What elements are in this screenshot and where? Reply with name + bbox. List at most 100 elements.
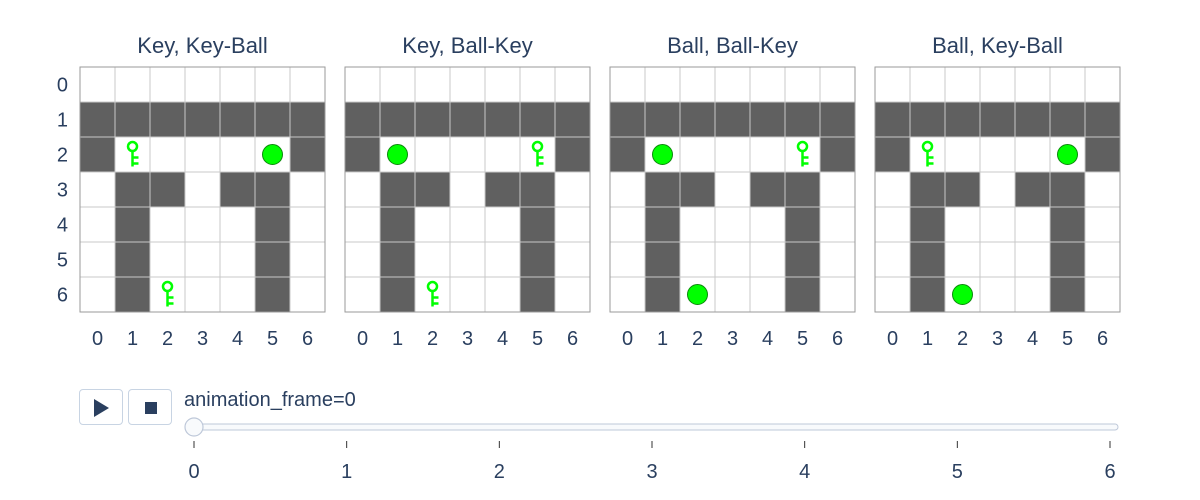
x-tick-label: 5 xyxy=(1062,328,1073,350)
x-tick-label: 5 xyxy=(532,328,543,350)
x-tick-label: 6 xyxy=(1097,328,1108,350)
wall-cell xyxy=(945,172,981,208)
slider-track-hit[interactable] xyxy=(184,416,1114,438)
wall-cell xyxy=(1015,172,1051,208)
key-icon xyxy=(796,140,809,167)
wall-cell xyxy=(220,172,256,208)
animation-frame-label: animation_frame=0 xyxy=(184,389,356,411)
wall-cell xyxy=(680,172,716,208)
panel-title: Key, Key-Ball xyxy=(137,33,267,58)
wall-cell xyxy=(645,242,681,278)
x-tick-label: 4 xyxy=(762,328,773,350)
wall-cell xyxy=(910,102,946,138)
panel-title: Ball, Ball-Key xyxy=(667,33,798,58)
grid-panel: Ball, Key-Ball 0 1 2 3 4 5 6 xyxy=(874,33,1121,350)
wall-cell xyxy=(115,172,151,208)
stop-icon xyxy=(145,402,157,414)
y-tick-label: 6 xyxy=(57,285,68,307)
x-tick-label: 1 xyxy=(392,328,403,350)
wall-cell xyxy=(910,172,946,208)
wall-cell xyxy=(115,277,151,313)
wall-cell xyxy=(980,102,1016,138)
wall-cell xyxy=(255,242,291,278)
wall-cell xyxy=(380,102,416,138)
key-icon xyxy=(161,280,174,307)
wall-cell xyxy=(255,207,291,243)
key-icon xyxy=(921,140,934,167)
x-tick-label: 2 xyxy=(957,328,968,350)
wall-cell xyxy=(785,242,821,278)
panel-title: Ball, Key-Ball xyxy=(932,33,1063,58)
x-tick-label: 0 xyxy=(622,328,633,350)
wall-cell xyxy=(910,242,946,278)
wall-cell xyxy=(945,102,981,138)
wall-cell xyxy=(875,102,911,138)
play-button[interactable] xyxy=(79,389,123,425)
wall-cell xyxy=(1050,102,1086,138)
x-tick-label: 4 xyxy=(497,328,508,350)
wall-cell xyxy=(1085,102,1121,138)
x-tick-label: 2 xyxy=(692,328,703,350)
wall-cell xyxy=(645,172,681,208)
x-tick-label: 5 xyxy=(797,328,808,350)
wall-cell xyxy=(380,207,416,243)
wall-cell xyxy=(345,102,381,138)
wall-cell xyxy=(520,277,556,313)
y-tick-label: 3 xyxy=(57,180,68,202)
x-tick-label: 3 xyxy=(197,328,208,350)
y-tick-label: 4 xyxy=(57,215,68,237)
wall-cell xyxy=(645,102,681,138)
wall-cell xyxy=(520,102,556,138)
x-tick-label: 3 xyxy=(992,328,1003,350)
y-tick-label: 1 xyxy=(57,110,68,132)
wall-cell xyxy=(80,102,116,138)
x-tick-label: 0 xyxy=(887,328,898,350)
wall-cell xyxy=(1050,242,1086,278)
wall-cell xyxy=(150,102,186,138)
panel-title: Key, Ball-Key xyxy=(402,33,532,58)
ball-icon xyxy=(952,284,973,305)
wall-cell xyxy=(1015,102,1051,138)
wall-cell xyxy=(150,172,186,208)
wall-cell xyxy=(255,172,291,208)
wall-cell xyxy=(115,242,151,278)
wall-cell xyxy=(415,102,451,138)
x-tick-label: 1 xyxy=(922,328,933,350)
stop-button[interactable] xyxy=(128,389,172,425)
x-tick-label: 0 xyxy=(357,328,368,350)
grid-border xyxy=(79,66,326,313)
wall-cell xyxy=(645,277,681,313)
y-tick-label: 2 xyxy=(57,145,68,167)
ball-icon xyxy=(262,144,283,165)
wall-cell xyxy=(1050,207,1086,243)
x-tick-label: 4 xyxy=(1027,328,1038,350)
wall-cell xyxy=(785,277,821,313)
wall-cell xyxy=(415,172,451,208)
wall-cell xyxy=(820,137,856,173)
grid-border xyxy=(609,66,856,313)
y-tick-label: 0 xyxy=(57,75,68,97)
play-icon xyxy=(94,399,109,417)
wall-cell xyxy=(610,137,646,173)
wall-cell xyxy=(450,102,486,138)
x-tick-label: 5 xyxy=(267,328,278,350)
wall-cell xyxy=(680,102,716,138)
wall-cell xyxy=(220,102,256,138)
ball-icon xyxy=(687,284,708,305)
wall-cell xyxy=(645,207,681,243)
wall-cell xyxy=(1050,172,1086,208)
wall-cell xyxy=(910,207,946,243)
wall-cell xyxy=(485,172,521,208)
wall-cell xyxy=(715,102,751,138)
wall-cell xyxy=(345,137,381,173)
x-tick-label: 6 xyxy=(567,328,578,350)
wall-cell xyxy=(555,102,591,138)
x-tick-label: 6 xyxy=(302,328,313,350)
wall-cell xyxy=(485,102,521,138)
x-tick-label: 0 xyxy=(92,328,103,350)
wall-cell xyxy=(820,102,856,138)
ball-icon xyxy=(1057,144,1078,165)
wall-cell xyxy=(785,172,821,208)
